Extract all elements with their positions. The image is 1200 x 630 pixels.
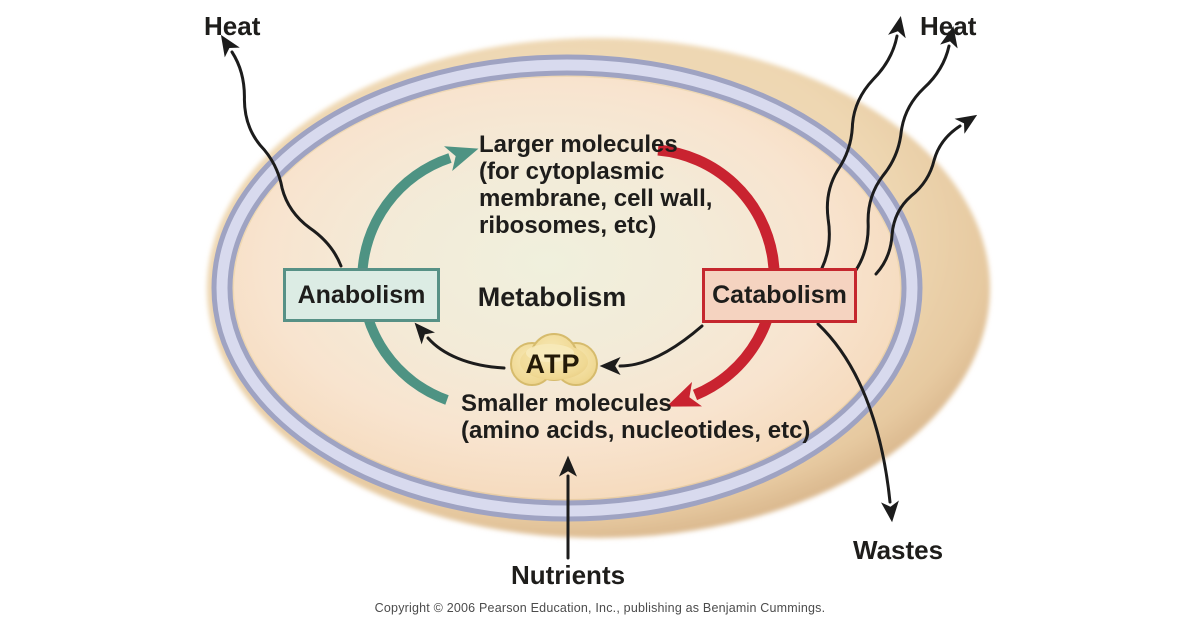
anabolism-box: Anabolism [283, 268, 440, 322]
larger-molecules-line3: membrane, cell wall, [479, 185, 713, 212]
catabolism-label: Catabolism [712, 281, 847, 309]
atp-to-anabolism-arrow [414, 322, 506, 370]
heat-arrow-right-3 [874, 114, 978, 276]
wastes-label: Wastes [853, 535, 944, 565]
catabolism-box: Catabolism [702, 268, 857, 323]
larger-molecules-line2: (for cytoplasmic [479, 158, 665, 185]
heat-arrow-right-2 [854, 26, 958, 272]
atp-label: ATP [525, 349, 581, 379]
nutrients-label: Nutrients [510, 560, 626, 590]
smaller-molecules-line2: (amino acids, nucleotides, etc) [461, 417, 811, 444]
smaller-molecules-line1: Smaller molecules [461, 390, 672, 417]
catabolism-to-atp-arrow [599, 324, 704, 375]
copyright-notice: Copyright © 2006 Pearson Education, Inc.… [374, 601, 826, 615]
atp-molecule [510, 333, 598, 386]
anabolism-label: Anabolism [297, 280, 426, 309]
larger-molecules-line1: Larger molecules [479, 131, 678, 158]
heat-label-left: Heat [204, 11, 261, 41]
heat-label-right: Heat [920, 11, 977, 41]
catabolism-cycle-arc [657, 144, 780, 407]
larger-molecules-line4: ribosomes, etc) [479, 212, 657, 239]
wastes-arrow [816, 322, 899, 523]
metabolism-label: Metabolism [477, 282, 627, 312]
heat-arrow-left [220, 34, 343, 268]
heat-arrow-right-1 [820, 15, 906, 270]
larger-molecules-label: Larger molecules (for cytoplasmic membra… [479, 131, 809, 239]
smaller-molecules-label: Smaller molecules (amino acids, nucleoti… [461, 390, 821, 444]
